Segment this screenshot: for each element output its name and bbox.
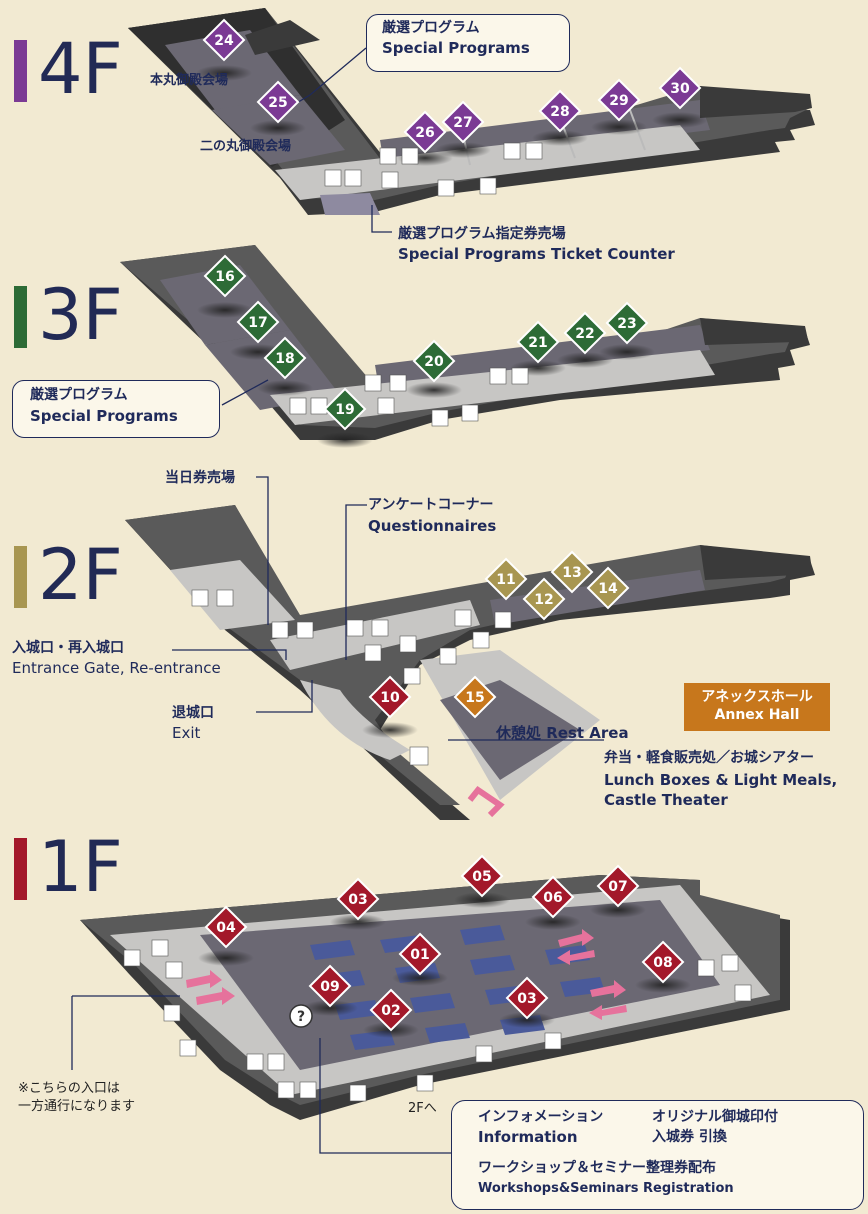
honmaru-venue-label: 本丸御殿会場 bbox=[150, 73, 229, 88]
floor-3f-label: 3F bbox=[38, 274, 123, 356]
one-way-note-1: ※こちらの入口は bbox=[18, 1081, 120, 1096]
floor-3f-bar bbox=[14, 286, 27, 348]
floor-1f-label: 1F bbox=[38, 826, 123, 908]
special-programs-callout-3f bbox=[12, 380, 220, 438]
information-en: Information bbox=[478, 1128, 578, 1146]
lunch-theater-en-2: Castle Theater bbox=[604, 791, 728, 809]
annex-hall-jp: アネックスホール bbox=[701, 689, 813, 705]
floor-2f-label: 2F bbox=[38, 534, 123, 616]
lunch-theater-jp: 弁当・軽食販売処／お城シアター bbox=[604, 750, 814, 766]
special-programs-callout-4f bbox=[366, 14, 570, 72]
information-callout bbox=[451, 1100, 864, 1210]
one-way-note-2: 一方通行になります bbox=[18, 1099, 136, 1114]
same-day-ticket-label: 当日券売場 bbox=[165, 470, 235, 486]
questionnaire-jp: アンケートコーナー bbox=[368, 497, 494, 513]
ticket-counter-en: Special Programs Ticket Counter bbox=[398, 245, 675, 263]
special-programs-en-3f: Special Programs bbox=[30, 407, 178, 425]
svg-text:?: ? bbox=[297, 1009, 305, 1025]
exit-en: Exit bbox=[172, 724, 201, 742]
rest-area-label: 休憩処 Rest Area bbox=[496, 724, 629, 742]
annex-hall-en: Annex Hall bbox=[714, 707, 800, 723]
workshop-jp: ワークショップ＆セミナー整理券配布 bbox=[478, 1160, 716, 1176]
floor-2f-bar bbox=[14, 546, 27, 608]
floor-1f-plan bbox=[80, 875, 790, 1120]
special-programs-jp-4f: 厳選プログラム bbox=[382, 20, 480, 36]
ticket-counter-jp: 厳選プログラム指定券売場 bbox=[398, 226, 566, 242]
entrance-gate-jp: 入城口・再入城口 bbox=[12, 640, 124, 656]
floor-4f-plan bbox=[128, 8, 815, 215]
entrance-gate-en: Entrance Gate, Re-entrance bbox=[12, 659, 221, 677]
special-programs-en-4f: Special Programs bbox=[382, 39, 530, 57]
flow-arrows bbox=[186, 785, 627, 1020]
special-programs-jp-3f: 厳選プログラム bbox=[30, 387, 128, 403]
floor-4f-label: 4F bbox=[38, 28, 123, 110]
questionnaire-en: Questionnaires bbox=[368, 517, 497, 535]
castle-stamp-jp: オリジナル御城印付 bbox=[652, 1109, 778, 1125]
castle-stamp-en: 入城券 引換 bbox=[652, 1129, 727, 1145]
lunch-theater-en-1: Lunch Boxes & Light Meals, bbox=[604, 771, 838, 789]
information-jp: インフォメーション bbox=[478, 1109, 604, 1125]
ninomaru-venue-label: 二の丸御殿会場 bbox=[200, 139, 292, 154]
exit-jp: 退城口 bbox=[172, 705, 214, 721]
workshop-en: Workshops&Seminars Registration bbox=[478, 1181, 734, 1196]
annex-hall-sign: アネックスホール Annex Hall bbox=[684, 683, 830, 731]
facility-icons: ? bbox=[123, 142, 752, 1102]
floor-4f-bar bbox=[14, 40, 27, 102]
floor-1f-bar bbox=[14, 838, 27, 900]
to-2f-label: 2Fへ bbox=[408, 1101, 437, 1116]
